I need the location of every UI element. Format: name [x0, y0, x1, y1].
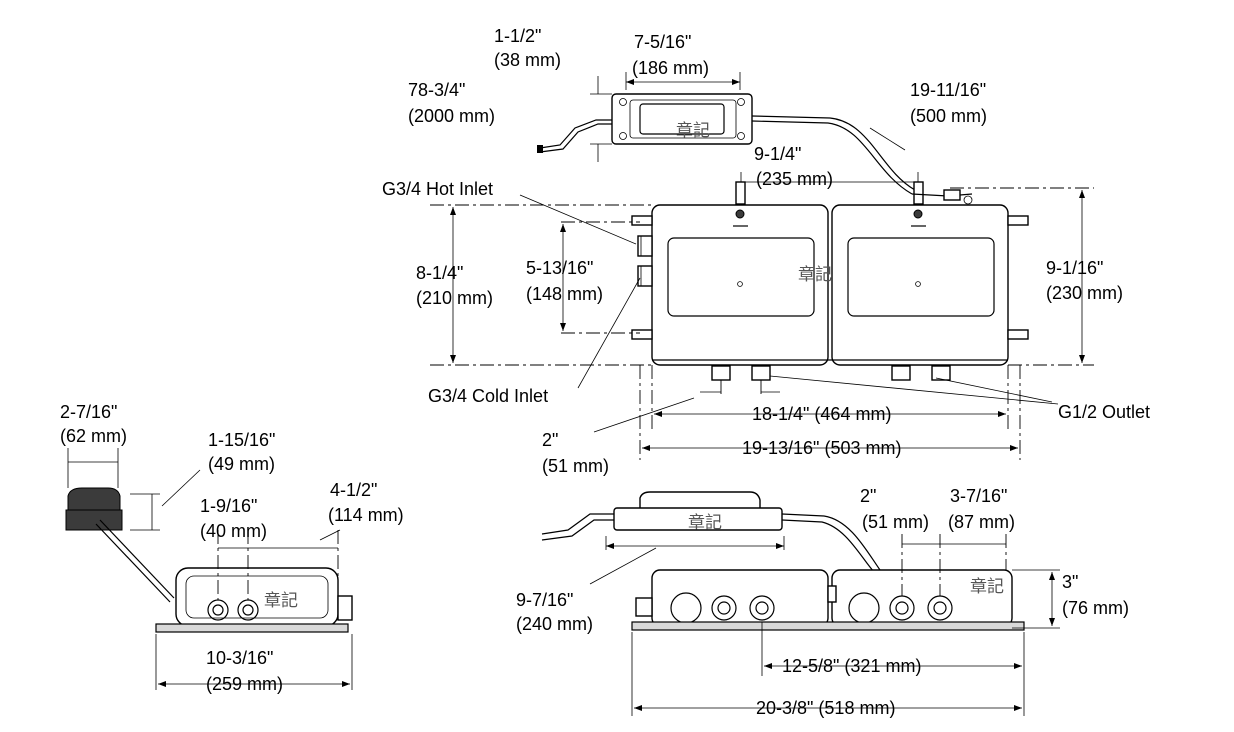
mixer-unit-top-view: [430, 172, 1094, 460]
watermark: 章記: [798, 265, 832, 284]
inlet-spacing-mm-label: (148 mm): [526, 284, 603, 304]
front-height-label: 3": [1062, 572, 1078, 592]
mixer-unit-side-view: [65, 448, 353, 690]
port-spacing-label: 2": [542, 430, 558, 450]
front-pod-length-label: 9-7/16": [516, 590, 573, 610]
total-height-label: 9-1/16": [1046, 258, 1103, 278]
pod-width-label: 7-5/16": [634, 32, 691, 52]
front-offset-mm-label: (87 mm): [948, 512, 1015, 532]
overall-width-label: 19-13/16" (503 mm): [742, 438, 901, 458]
side-depth-label: 10-3/16": [206, 648, 273, 668]
cold-inlet-label: G3/4 Cold Inlet: [428, 386, 548, 406]
side-offset-label: 4-1/2": [330, 480, 377, 500]
front-port-spacing-mm-label: (51 mm): [862, 512, 929, 532]
front-overall-label: 20-3/8" (518 mm): [756, 698, 895, 718]
total-height-mm-label: (230 mm): [1046, 283, 1123, 303]
watermark: 章記: [970, 577, 1004, 596]
control-pod-top-view: [537, 72, 916, 195]
side-inlet-spacing-label: 1-9/16": [200, 496, 257, 516]
side-inlet-spacing-mm-label: (40 mm): [200, 521, 267, 541]
tab-spacing-mm-label: (235 mm): [756, 169, 833, 189]
body-height-mm-label: (210 mm): [416, 288, 493, 308]
side-pod-height-label: 1-15/16": [208, 430, 275, 450]
front-port-spacing-label: 2": [860, 486, 876, 506]
cable-length-mm-label: (2000 mm): [408, 106, 495, 126]
front-outlet-spacing-label: 12-5/8" (321 mm): [782, 656, 921, 676]
watermark: 章記: [688, 513, 722, 532]
body-width-label: 18-1/4" (464 mm): [752, 404, 891, 424]
hot-inlet-label: G3/4 Hot Inlet: [382, 179, 493, 199]
pod-width-mm-label: (186 mm): [632, 58, 709, 78]
pod-height-mm-label: (38 mm): [494, 50, 561, 70]
side-pod-height-mm-label: (49 mm): [208, 454, 275, 474]
mixer-unit-front-view: [541, 491, 1060, 716]
hose-length-label: 19-11/16": [910, 80, 986, 100]
front-offset-label: 3-7/16": [950, 486, 1007, 506]
side-pod-width-mm-label: (62 mm): [60, 426, 127, 446]
side-pod-width-label: 2-7/16": [60, 402, 117, 422]
inlet-spacing-label: 5-13/16": [526, 258, 593, 278]
cable-length-label: 78-3/4": [408, 80, 465, 100]
front-height-mm-label: (76 mm): [1062, 598, 1129, 618]
tab-spacing-label: 9-1/4": [754, 144, 801, 164]
side-depth-mm-label: (259 mm): [206, 674, 283, 694]
hose-length-mm-label: (500 mm): [910, 106, 987, 126]
outlet-label: G1/2 Outlet: [1058, 402, 1150, 422]
watermark: 章記: [264, 591, 298, 610]
side-offset-mm-label: (114 mm): [328, 505, 404, 525]
body-height-label: 8-1/4": [416, 263, 463, 283]
dimension-labels: 1-1/2" (38 mm) 7-5/16" (186 mm) 78-3/4" …: [60, 26, 1150, 718]
watermark: 章記: [676, 121, 710, 140]
pod-height-label: 1-1/2": [494, 26, 541, 46]
front-pod-length-mm-label: (240 mm): [516, 614, 593, 634]
port-spacing-mm-label: (51 mm): [542, 456, 609, 476]
